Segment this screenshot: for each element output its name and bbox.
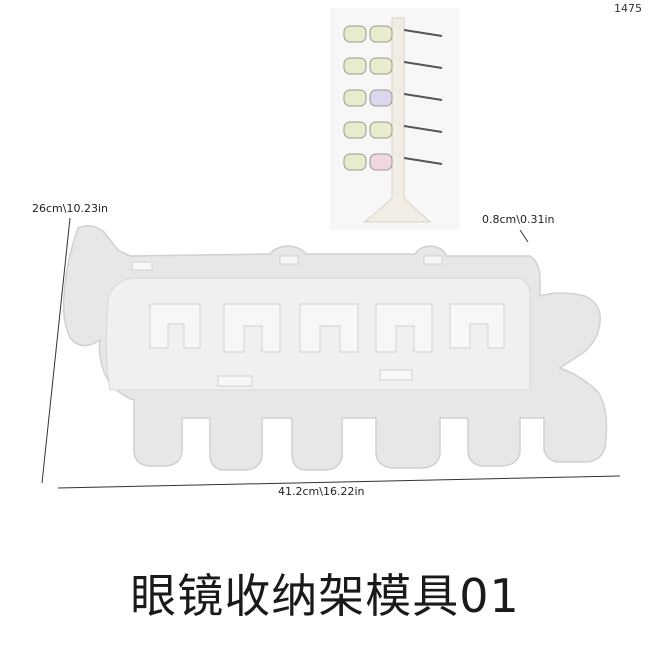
glasses-pair <box>343 25 443 43</box>
slot-cavity <box>379 369 413 381</box>
width-label: 41.2cm\16.22in <box>278 485 365 498</box>
hook-cavity <box>223 303 281 353</box>
slot-cavity <box>423 255 443 265</box>
glasses-pair <box>343 153 443 171</box>
hook-cavity <box>375 303 433 353</box>
height-dimension-line <box>41 217 71 484</box>
hook-cavity <box>149 303 201 349</box>
glasses-stand-illustration <box>343 17 443 223</box>
product-number: 1475 <box>614 2 642 15</box>
thickness-pointer <box>519 229 529 243</box>
slot-cavity <box>279 255 299 265</box>
slot-cavity <box>131 261 153 271</box>
hook-cavity <box>449 303 505 349</box>
glasses-pair <box>343 89 443 107</box>
slot-cavity <box>217 375 253 387</box>
product-title: 眼镜收纳架模具01 <box>130 569 520 623</box>
thickness-label: 0.8cm\0.31in <box>482 213 555 226</box>
glasses-pair <box>343 121 443 139</box>
product-photo <box>330 8 460 230</box>
glasses-pair <box>343 57 443 75</box>
width-dimension-line <box>57 475 621 489</box>
hook-cavity <box>299 303 359 353</box>
height-label: 26cm\10.23in <box>32 202 108 215</box>
